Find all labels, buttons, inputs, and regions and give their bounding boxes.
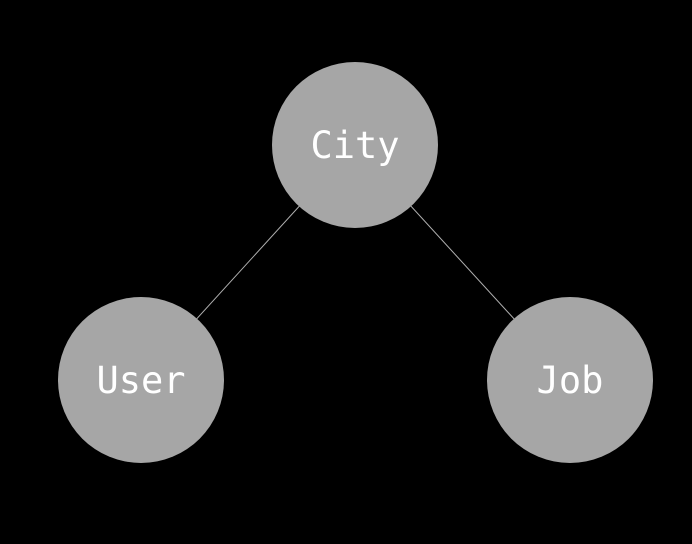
graph-node-city[interactable]: City bbox=[272, 62, 438, 228]
node-label-user: User bbox=[96, 358, 186, 402]
node-label-job: Job bbox=[536, 358, 604, 402]
graph-node-job[interactable]: Job bbox=[487, 297, 653, 463]
node-label-city: City bbox=[310, 123, 400, 167]
graph-node-user[interactable]: User bbox=[58, 297, 224, 463]
